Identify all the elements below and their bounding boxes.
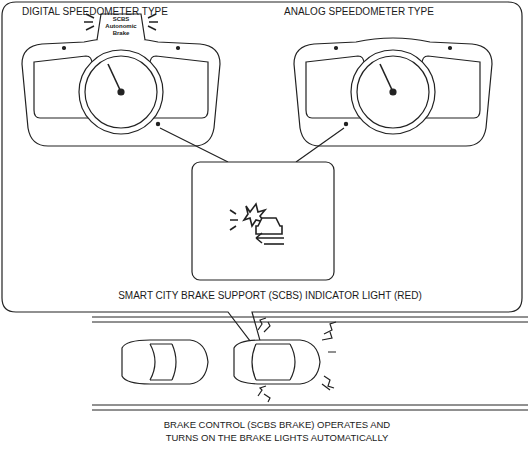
leader-line (160, 128, 344, 162)
caption: BRAKE CONTROL (SCBS BRAKE) OPERATES AND … (152, 418, 402, 444)
panel-label: ANALOG SPEEDOMETER TYPE (284, 6, 434, 18)
own-car (234, 340, 320, 384)
display-text: SCBS Autonomic Brake (103, 16, 139, 37)
brake-light-flash (258, 318, 336, 402)
leading-car (122, 340, 208, 384)
scbs-indicator-icon (230, 204, 284, 244)
road-lines (92, 317, 528, 410)
panel-label: DIGITAL SPEEDOMETER TYPE (22, 6, 168, 18)
analog-cluster (294, 38, 492, 146)
callout-panel: DIGITAL SPEEDOMETER TYPE ANALOG SPEEDOMET… (2, 2, 522, 312)
inset-box (192, 162, 334, 280)
callout-panel (2, 2, 522, 362)
panel-label: SMART CITY BRAKE SUPPORT (SCBS) INDICATO… (118, 290, 422, 302)
digital-cluster (22, 14, 220, 146)
